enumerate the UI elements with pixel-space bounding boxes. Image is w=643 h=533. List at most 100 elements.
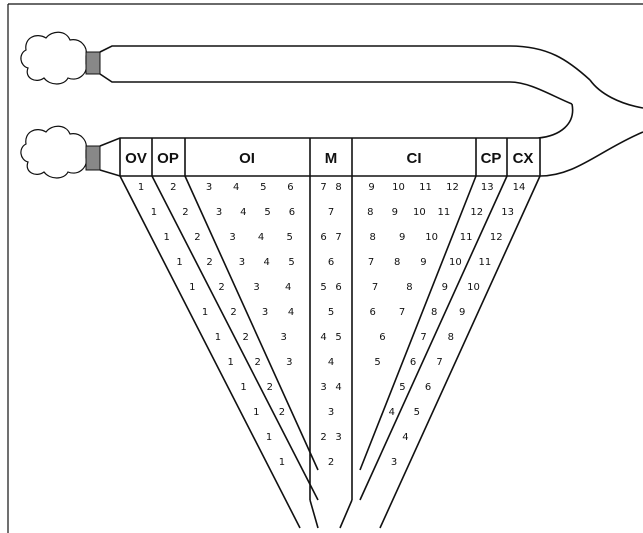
segment-number-m: 6 <box>328 257 334 268</box>
segment-number-oi: 4 <box>288 307 294 318</box>
segment-number-oi: 4 <box>240 207 246 218</box>
segment-number-ov: 1 <box>151 207 157 218</box>
segment-number-oi: 5 <box>260 182 266 193</box>
segment-number-cx: 10 <box>467 282 480 293</box>
segment-number-m: 7 <box>320 182 326 193</box>
segment-number-m: 2 <box>320 432 326 443</box>
segment-number-ci: 9 <box>420 257 426 268</box>
tube-branch-bottom <box>539 131 643 177</box>
segment-number-cp: 11 <box>460 232 473 243</box>
funnel-wall <box>379 175 541 529</box>
segment-number-cp: 13 <box>481 182 494 193</box>
funnel-wall <box>151 175 319 501</box>
segment-number-op: 2 <box>182 207 188 218</box>
segment-number-ov: 1 <box>202 307 208 318</box>
segment-number-oi: 3 <box>286 357 292 368</box>
segment-number-op: 2 <box>218 282 224 293</box>
segment-number-cx: 12 <box>490 232 503 243</box>
segment-number-ov: 1 <box>279 457 285 468</box>
segment-number-op: 2 <box>279 407 285 418</box>
segment-number-oi: 4 <box>264 257 270 268</box>
segment-number-m: 7 <box>335 232 341 243</box>
lower-cloud-icon <box>20 125 87 179</box>
segment-number-ci: 7 <box>368 257 374 268</box>
segment-number-ci: 9 <box>368 182 374 193</box>
segment-number-ov: 1 <box>266 432 272 443</box>
funnel-wall <box>359 175 477 471</box>
segment-number-ci: 11 <box>438 207 451 218</box>
segment-number-ci: 8 <box>394 257 400 268</box>
segment-number-cx: 11 <box>479 257 492 268</box>
segment-number-cx: 6 <box>425 382 431 393</box>
segment-number-m: 3 <box>320 382 326 393</box>
segment-number-m: 2 <box>328 457 334 468</box>
segment-number-ov: 1 <box>176 257 182 268</box>
zone-label-ci: CI <box>407 150 422 167</box>
segment-number-ci: 8 <box>370 232 376 243</box>
segment-number-ci: 11 <box>419 182 432 193</box>
funnel-wall <box>359 175 508 501</box>
lower-coupler <box>85 145 101 171</box>
upper-tube-bottom <box>99 73 573 105</box>
segment-number-m: 6 <box>335 282 341 293</box>
segment-number-ov: 1 <box>253 407 259 418</box>
segment-number-ci: 6 <box>370 307 376 318</box>
segment-number-ci: 9 <box>399 232 405 243</box>
segment-number-m: 5 <box>328 307 334 318</box>
segment-number-op: 2 <box>230 307 236 318</box>
segment-number-ov: 1 <box>215 332 221 343</box>
segment-number-cx: 3 <box>391 457 397 468</box>
segment-number-oi: 3 <box>239 257 245 268</box>
segment-number-oi: 6 <box>289 207 295 218</box>
segment-number-m: 4 <box>335 382 341 393</box>
segment-number-oi: 4 <box>233 182 239 193</box>
segment-number-oi: 3 <box>229 232 235 243</box>
segment-number-m: 7 <box>328 207 334 218</box>
segment-number-oi: 3 <box>253 282 259 293</box>
segment-number-ci: 9 <box>392 207 398 218</box>
segment-number-m: 5 <box>320 282 326 293</box>
segment-number-cx: 5 <box>414 407 420 418</box>
segment-number-m: 4 <box>328 357 334 368</box>
zone-label-cp: CP <box>481 150 502 167</box>
segment-number-cp: 9 <box>442 282 448 293</box>
zone-label-oi: OI <box>239 150 255 167</box>
upper-tube-top <box>99 45 591 81</box>
segment-number-oi: 3 <box>216 207 222 218</box>
segment-number-op: 2 <box>267 382 273 393</box>
tube-branch-top <box>589 79 643 109</box>
segment-number-cx: 13 <box>501 207 514 218</box>
segment-number-cp: 8 <box>431 307 437 318</box>
lower-tube-top <box>99 103 574 147</box>
segment-number-ov: 1 <box>240 382 246 393</box>
segment-number-ci: 5 <box>374 357 380 368</box>
segment-number-ci: 8 <box>367 207 373 218</box>
segment-number-m: 6 <box>320 232 326 243</box>
segment-number-ci: 10 <box>413 207 426 218</box>
header-band-edges <box>119 138 541 176</box>
segment-number-ov: 1 <box>164 232 170 243</box>
funnel-wall <box>119 175 301 529</box>
segment-number-oi: 5 <box>288 257 294 268</box>
funnel-wall <box>184 175 319 471</box>
segment-number-m: 8 <box>335 182 341 193</box>
image-frame <box>7 3 643 533</box>
segment-number-ci: 12 <box>446 182 459 193</box>
segment-number-ci: 10 <box>425 232 438 243</box>
upper-coupler <box>85 51 101 75</box>
segment-number-oi: 6 <box>287 182 293 193</box>
segment-number-oi: 4 <box>258 232 264 243</box>
segment-number-cp: 10 <box>449 257 462 268</box>
lower-tube-bottom <box>99 169 540 177</box>
segment-number-oi: 3 <box>281 332 287 343</box>
segment-number-ov: 1 <box>138 182 144 193</box>
segment-number-oi: 4 <box>285 282 291 293</box>
zone-label-m: M <box>325 150 338 167</box>
zone-label-cx: CX <box>513 150 534 167</box>
zone-label-ov: OV <box>125 150 147 167</box>
segment-number-cp: 5 <box>399 382 405 393</box>
upper-cloud-icon <box>20 31 87 85</box>
